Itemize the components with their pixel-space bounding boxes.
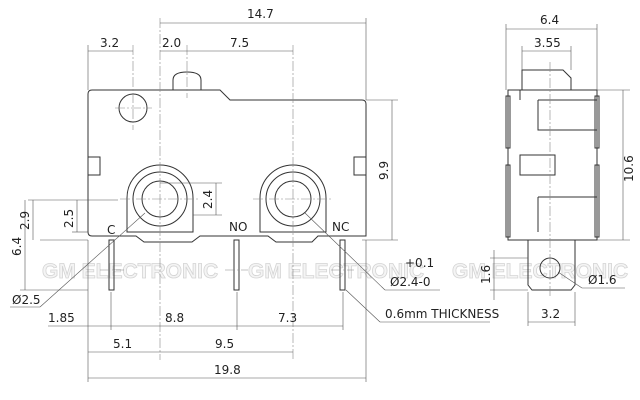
terminal-no — [233, 239, 240, 291]
label-nc: NC — [332, 220, 349, 234]
terminal-c — [108, 239, 115, 291]
watermark: GM ELECTRONIC GM ELECTRONIC GM ELECTRONI… — [42, 260, 629, 284]
switch-body — [87, 89, 367, 243]
dim-8-8: 8.8 — [165, 311, 184, 325]
dim-tolerance: +0.1 — [405, 256, 434, 270]
dim-thickness: 0.6mm THICKNESS — [385, 307, 499, 321]
dim-5-1: 5.1 — [113, 337, 132, 351]
dim-side-6-4: 6.4 — [540, 13, 559, 27]
side-tab — [527, 240, 576, 291]
label-no: NO — [229, 220, 247, 234]
side-view — [505, 62, 600, 298]
dim-14-7: 14.7 — [247, 7, 274, 21]
dim-3-2: 3.2 — [100, 36, 119, 50]
dim-1-6: 1.6 — [479, 265, 493, 284]
dim-dia-2-5: Ø2.5 — [12, 293, 41, 307]
side-notch — [87, 156, 101, 176]
dim-9-5: 9.5 — [215, 337, 234, 351]
dim-7-3: 7.3 — [278, 311, 297, 325]
dim-dia-1-6: Ø1.6 — [588, 273, 617, 287]
dim-19-8: 19.8 — [214, 363, 241, 377]
dim-2-5: 2.5 — [62, 209, 76, 228]
svg-text:GM ELECTRONIC: GM ELECTRONIC — [248, 260, 424, 283]
dim-2-0: 2.0 — [162, 36, 181, 50]
front-view: C NO NC — [87, 18, 367, 360]
dim-3-55: 3.55 — [534, 36, 561, 50]
dim-10-6: 10.6 — [622, 155, 636, 182]
dim-7-5: 7.5 — [230, 36, 249, 50]
svg-text:GM ELECTRONIC: GM ELECTRONIC — [452, 260, 628, 283]
dim-dia-2-4: Ø2.4-0 — [390, 275, 431, 289]
side-notch — [353, 156, 367, 176]
plunger — [172, 71, 202, 90]
dim-9-9: 9.9 — [377, 161, 391, 180]
label-c: C — [107, 223, 115, 237]
svg-text:GM ELECTRONIC: GM ELECTRONIC — [42, 260, 218, 283]
dim-2-9: 2.9 — [18, 211, 32, 230]
dim-2-4: 2.4 — [201, 190, 215, 209]
dim-1-85: 1.85 — [48, 311, 75, 325]
dim-6-4: 6.4 — [10, 237, 24, 256]
terminal-nc — [339, 239, 346, 291]
dim-tab-3-2: 3.2 — [541, 307, 560, 321]
dimension-lines — [10, 18, 490, 382]
